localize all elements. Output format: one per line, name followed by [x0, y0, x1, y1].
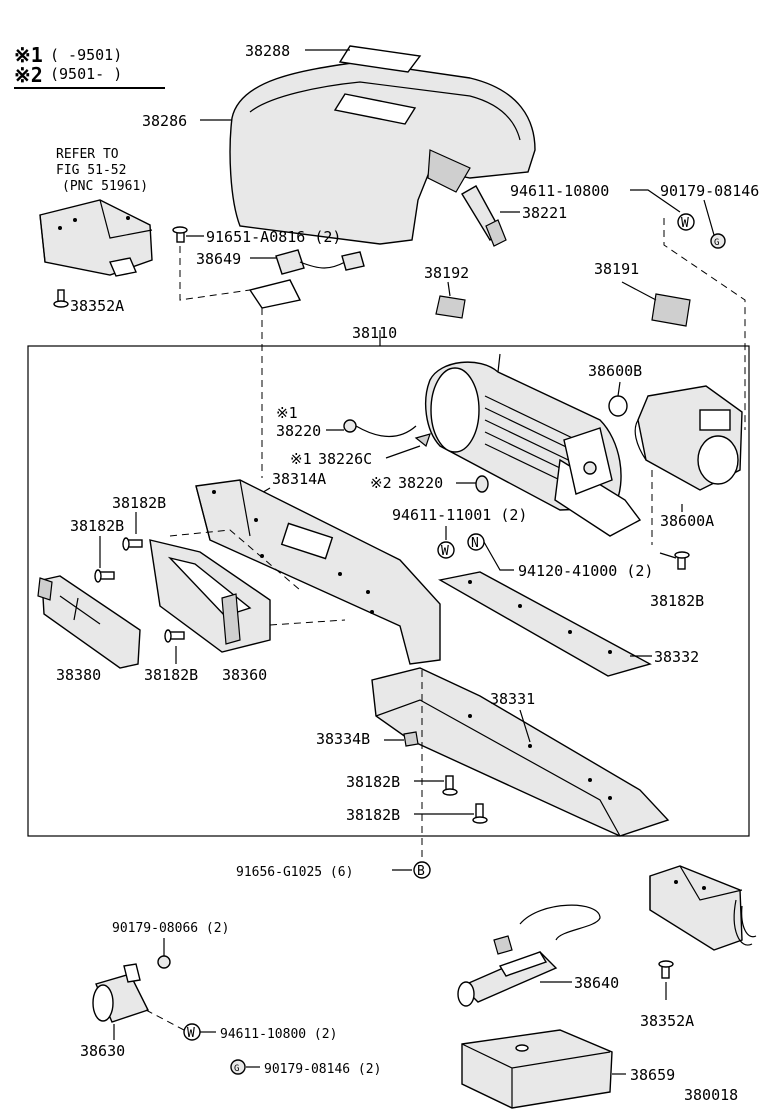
nut-icon: G — [710, 233, 726, 249]
bolt-icon — [94, 569, 115, 583]
plate-38332-part — [438, 571, 652, 677]
lever-38221-part — [461, 185, 507, 247]
label-38182B-3: 38182B — [650, 592, 704, 610]
bracket-bottom-right-part — [649, 865, 757, 951]
label-38182B-4: 38182B — [144, 666, 198, 684]
label-sticker-38192-part — [435, 295, 466, 319]
refer-line-3: (PNC 51961) — [62, 179, 148, 194]
guard-38380-part — [37, 575, 141, 669]
svg-text:G: G — [234, 1064, 239, 1074]
nut-n-icon: N — [467, 533, 485, 551]
solenoid-38630-part — [92, 963, 149, 1023]
washer-w-icon: W — [183, 1023, 201, 1041]
label-91656-G1025: 91656-G1025 (6) — [236, 865, 353, 880]
label-94120-41000: 94120-41000 (2) — [518, 562, 653, 580]
bolt-icon — [164, 629, 185, 643]
svg-text:G: G — [714, 238, 719, 248]
nut-icon: G — [230, 1059, 246, 1075]
assembly-frame-38110 — [27, 345, 750, 837]
figure-code: 380018 — [684, 1086, 738, 1104]
label-38220-a: 38220 — [276, 422, 321, 440]
winch-drum-part — [425, 353, 642, 537]
label-38221: 38221 — [522, 204, 567, 222]
refer-line-1: REFER TO — [56, 147, 119, 162]
label-94611-10800-top: 94611-10800 — [510, 182, 609, 200]
fairlead-38360-part — [149, 539, 271, 653]
nut-icon — [157, 955, 171, 969]
remote-38640-part — [457, 904, 601, 1007]
legend-mark-1: ※1 — [14, 43, 43, 67]
bolt-b-icon: B — [413, 861, 431, 879]
bolt-icon — [472, 803, 488, 824]
label-38360: 38360 — [222, 666, 267, 684]
label-38286: 38286 — [142, 112, 187, 130]
bolt-icon — [658, 960, 674, 979]
label-38331: 38331 — [490, 690, 535, 708]
label-38334B: 38334B — [316, 730, 370, 748]
label-mark1-b: ※1 — [290, 450, 312, 468]
label-mark2: ※2 — [370, 474, 392, 492]
case-38659-part — [461, 1029, 613, 1109]
plate-38288-part — [338, 45, 422, 73]
washer-w-icon: W — [677, 213, 695, 231]
label-38649: 38649 — [196, 250, 241, 268]
label-38380: 38380 — [56, 666, 101, 684]
o-ring-38600B-part — [608, 395, 628, 417]
svg-text:W: W — [681, 216, 689, 231]
label-38600A: 38600A — [660, 512, 714, 530]
label-38630: 38630 — [80, 1042, 125, 1060]
label-90179-08146-bot: 90179-08146 (2) — [264, 1062, 381, 1077]
label-38182B-1: 38182B — [112, 494, 166, 512]
label-38220-b: 38220 — [398, 474, 443, 492]
bolt-icon — [442, 775, 458, 796]
refer-note: REFER TO FIG 51-52 (PNC 51961) — [56, 147, 148, 194]
label-38314A: 38314A — [272, 470, 326, 488]
connector-38220-b-part — [475, 475, 489, 493]
washer-w-icon: W — [437, 541, 455, 559]
label-38352A-top: 38352A — [70, 297, 124, 315]
crossmember-38331-part — [371, 667, 670, 837]
refer-bracket-part — [39, 199, 153, 277]
refer-line-2: FIG 51-52 — [56, 163, 126, 178]
svg-text:W: W — [441, 544, 449, 559]
motor-38600A-part — [634, 385, 743, 491]
label-38191: 38191 — [594, 260, 639, 278]
label-38600B: 38600B — [588, 362, 642, 380]
svg-text:B: B — [417, 864, 425, 879]
switch-38649-part — [248, 249, 365, 309]
label-38182B-2: 38182B — [70, 517, 124, 535]
label-38352A-bot: 38352A — [640, 1012, 694, 1030]
svg-text:N: N — [471, 536, 479, 551]
label-38659: 38659 — [630, 1066, 675, 1084]
label-90179-08066: 90179-08066 (2) — [112, 921, 229, 936]
legend-mark-2: ※2 — [14, 63, 43, 87]
bolt-icon — [122, 537, 143, 551]
label-38192: 38192 — [424, 264, 469, 282]
label-38182B-5: 38182B — [346, 773, 400, 791]
label-94611-11001: 94611-11001 (2) — [392, 506, 527, 524]
label-sticker-38191-part — [651, 293, 691, 327]
bolt-icon — [172, 226, 188, 243]
label-mark1-a: ※1 — [276, 404, 298, 422]
svg-text:W: W — [187, 1026, 195, 1041]
label-90179-08146-top: 90179-08146 — [660, 182, 759, 200]
legend-range-2: (9501- ) — [50, 65, 122, 83]
label-38110: 38110 — [352, 324, 397, 342]
legend: ※1 ( -9501) ※2 (9501- ) — [14, 43, 165, 89]
bolt-icon — [674, 551, 690, 570]
bolt-icon — [53, 289, 69, 308]
label-91651-A0816: 91651-A0816 (2) — [206, 228, 341, 246]
label-38226C: 38226C — [318, 450, 372, 468]
connector-38220-part — [343, 419, 431, 448]
label-94611-10800-bot: 94611-10800 (2) — [220, 1027, 337, 1042]
legend-range-1: ( -9501) — [50, 46, 122, 64]
label-38332: 38332 — [654, 648, 699, 666]
cover-38286-part — [229, 61, 536, 245]
label-38640: 38640 — [574, 974, 619, 992]
label-38182B-6: 38182B — [346, 806, 400, 824]
label-38288: 38288 — [245, 42, 290, 60]
